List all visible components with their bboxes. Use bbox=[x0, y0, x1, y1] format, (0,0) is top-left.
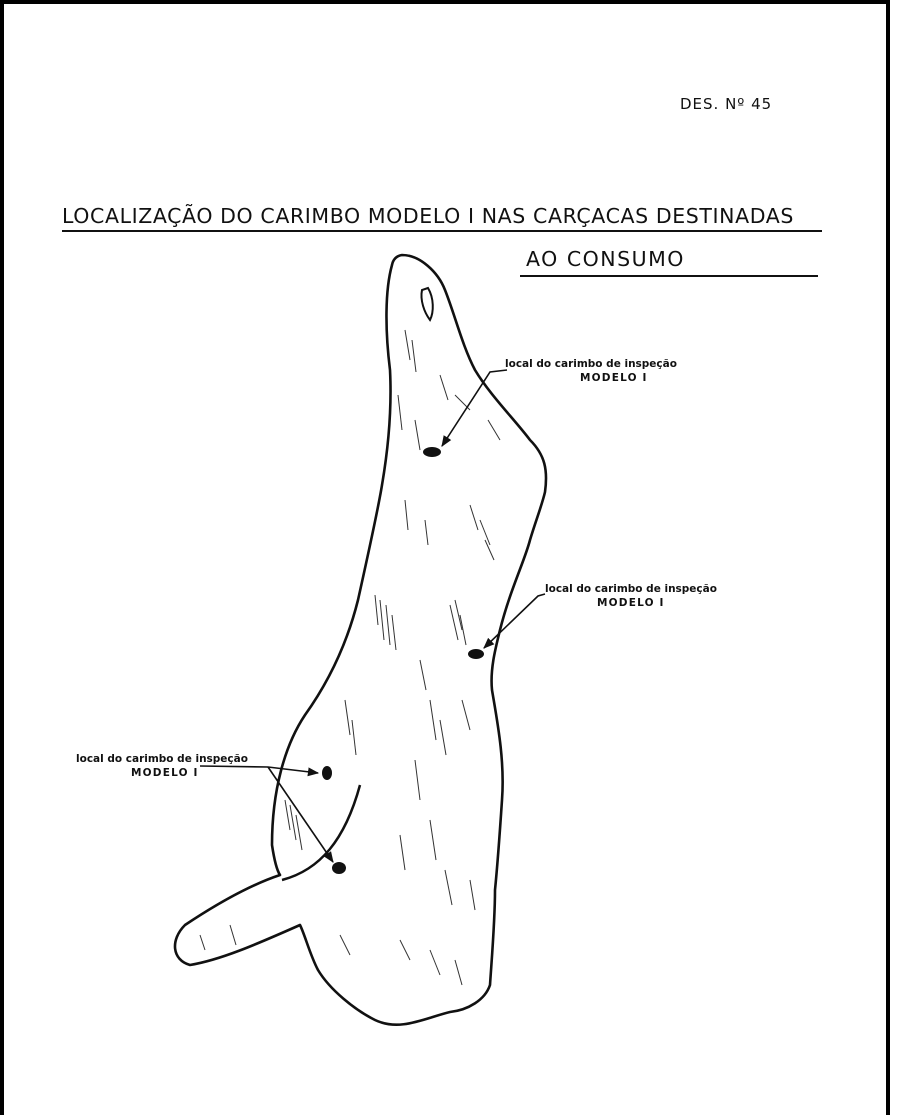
carcass-outline bbox=[175, 255, 546, 1025]
hook-hole bbox=[421, 288, 432, 320]
leader-line-lower-1 bbox=[200, 766, 318, 773]
leader-line-middle bbox=[484, 594, 545, 648]
stamp-location-middle bbox=[468, 649, 484, 659]
stamp-location-upper bbox=[423, 447, 441, 457]
shading-strokes bbox=[200, 330, 500, 985]
stamp-location-lower-1 bbox=[322, 766, 332, 780]
stamp-location-lower-2 bbox=[332, 862, 346, 874]
leader-line-lower-2 bbox=[268, 767, 333, 862]
flank-line bbox=[282, 785, 360, 880]
